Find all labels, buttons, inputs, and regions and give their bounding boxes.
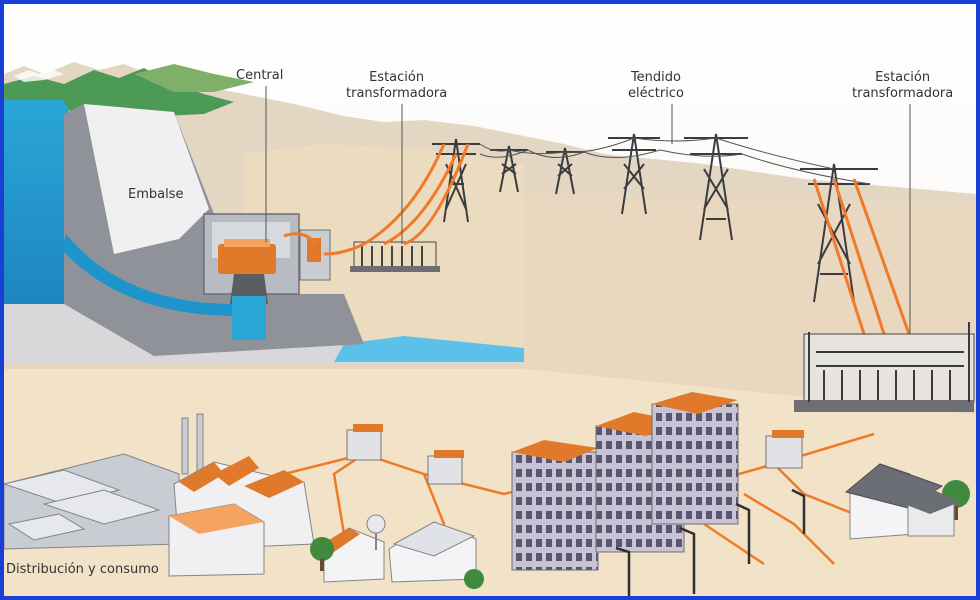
label-tendido-line2: eléctrico <box>628 86 684 101</box>
tower-1 <box>432 138 480 223</box>
label-station-right-line2: transformadora <box>852 86 954 101</box>
family-house <box>844 463 960 540</box>
reservoir-water <box>4 100 74 304</box>
label-central: Central <box>236 68 284 83</box>
river-water <box>334 336 524 362</box>
generator <box>218 244 276 274</box>
label-distribucion: Distribución y consumo <box>6 562 159 577</box>
substation-right <box>794 322 975 412</box>
substation-left-base <box>350 266 440 272</box>
label-station-right-line1: Estación <box>875 70 931 85</box>
warehouse-complex <box>4 453 180 550</box>
green-slope <box>134 64 254 92</box>
tower-6 <box>800 163 878 303</box>
orange-cables <box>283 143 911 335</box>
transmission-towers <box>432 133 878 303</box>
penstock-pipe <box>62 234 236 316</box>
generator-top <box>224 239 270 247</box>
factory <box>168 413 315 577</box>
tower-4 <box>608 133 660 215</box>
transformer <box>307 238 321 262</box>
overhead-wires <box>479 137 871 185</box>
label-station-left-line1: Estación <box>369 70 425 85</box>
apartment-buildings <box>511 392 739 571</box>
distribution-boxes <box>346 424 804 485</box>
street-lamps <box>615 488 806 596</box>
small-houses <box>322 514 477 583</box>
tailrace-water <box>232 296 266 340</box>
label-embalse: Embalse <box>128 187 184 202</box>
snow-cap <box>14 68 64 82</box>
label-station-right: Estación transformadora <box>852 70 953 102</box>
hydroelectric-diagram <box>4 4 976 596</box>
label-tendido: Tendido eléctrico <box>628 70 684 102</box>
label-tendido-line1: Tendido <box>630 70 681 85</box>
dam-face <box>84 104 209 254</box>
label-station-left: Estación transformadora <box>346 70 447 102</box>
label-station-left-line2: transformadora <box>346 86 448 101</box>
